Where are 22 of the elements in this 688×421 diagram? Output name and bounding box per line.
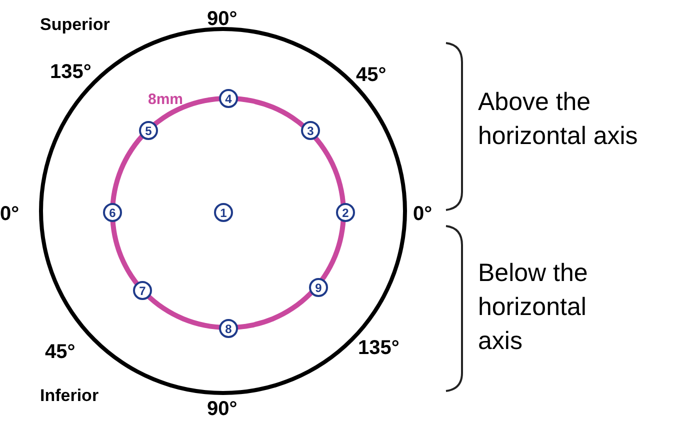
region-label: Above the horizontal axis <box>478 87 639 152</box>
angle-label: 0° <box>413 202 432 227</box>
numbered-marker: 2 <box>336 203 355 222</box>
angle-label: 90° <box>207 397 238 421</box>
angle-label: 135° <box>358 336 400 361</box>
numbered-marker: 9 <box>309 278 328 297</box>
numbered-marker: 8 <box>219 319 238 338</box>
numbered-marker: 5 <box>139 121 158 140</box>
numbered-marker: 1 <box>214 203 233 222</box>
numbered-marker: 3 <box>301 121 320 140</box>
angle-label: 90° <box>207 7 238 32</box>
direction-label: Inferior <box>40 385 99 407</box>
angle-label: 135° <box>50 60 92 85</box>
numbered-marker: 6 <box>103 203 122 222</box>
region-label: Below the horizontal axis <box>478 258 589 357</box>
angle-label: 45° <box>356 63 386 88</box>
direction-label: Superior <box>40 14 110 36</box>
numbered-marker: 4 <box>219 89 238 108</box>
angle-label: 45° <box>45 340 76 365</box>
angle-label: 0° <box>0 202 20 227</box>
numbered-marker: 7 <box>133 281 152 300</box>
dimension-label: 8mm <box>148 90 184 110</box>
